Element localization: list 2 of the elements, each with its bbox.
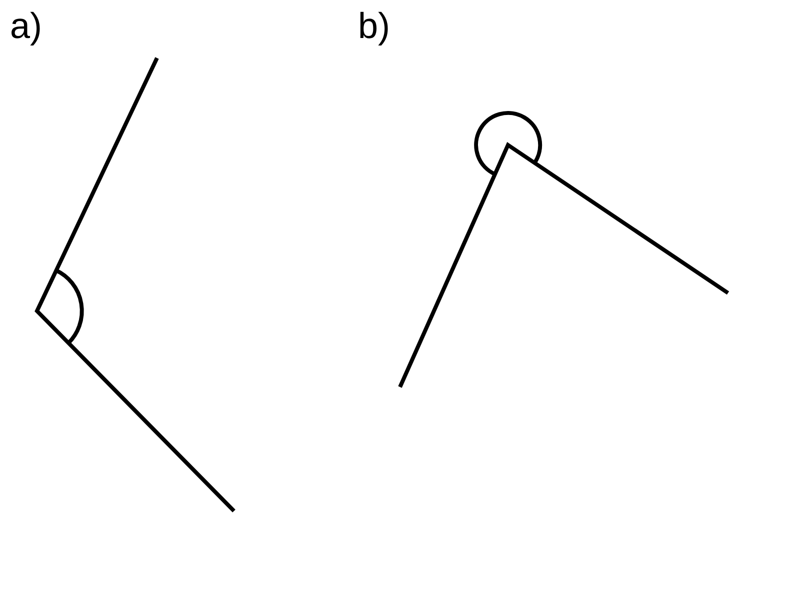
panel-label: b) (358, 8, 390, 44)
panel-label: a) (10, 8, 42, 44)
